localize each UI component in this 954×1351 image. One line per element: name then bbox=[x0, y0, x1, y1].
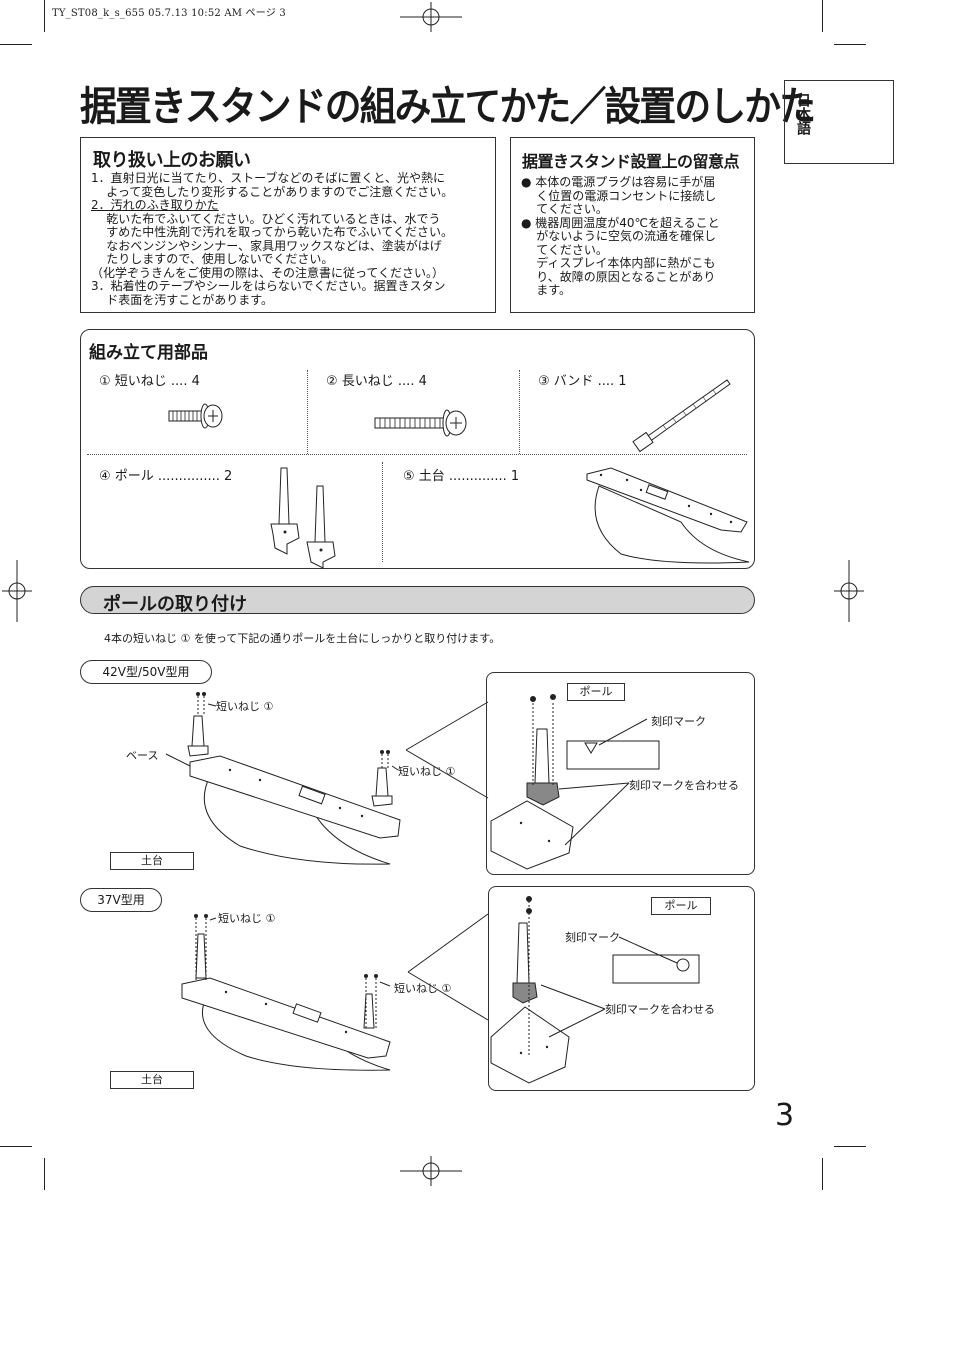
crop-mark bbox=[0, 1146, 32, 1147]
parts-divider-v1 bbox=[307, 370, 308, 454]
page-title: 据置きスタンドの組み立てかた／設置のしかた bbox=[80, 84, 816, 130]
fig42-zoom-box: ポール 刻印マーク 刻印マークを合わせる bbox=[486, 672, 755, 875]
part-long-screw-label: ② 長いねじ .... 4 bbox=[326, 374, 427, 389]
crop-mark bbox=[822, 1158, 823, 1190]
part-short-screw-label: ① 短いねじ .... 4 bbox=[99, 374, 200, 389]
notes-line: ディスプレイ本体内部に熱がこも bbox=[521, 256, 716, 270]
handling-line: なおベンジンやシンナー、家具用ワックスなどは、塗装がはげ bbox=[91, 238, 442, 253]
install-notes-box: 据置きスタンド設置上の留意点 ● 本体の電源プラグは容易に手が届 く位置の電源コ… bbox=[510, 137, 755, 313]
fig37-screw-label-1: 短いねじ ① bbox=[218, 912, 276, 925]
install-notes-text: ● 本体の電源プラグは容易に手が届 く位置の電源コンセントに接続し てください。… bbox=[521, 175, 720, 298]
parts-divider-h bbox=[87, 454, 747, 455]
handling-line: よって変色したり変形することがありますのでご注意ください。 bbox=[91, 184, 454, 199]
cable-band-icon bbox=[632, 379, 731, 453]
crop-mark bbox=[0, 44, 32, 45]
section-bar: ポールの取り付け bbox=[80, 586, 755, 615]
crop-mark bbox=[822, 0, 823, 32]
notes-line: ● 本体の電源プラグは容易に手が届 bbox=[521, 175, 716, 189]
fig37-base-label: 土台 bbox=[110, 1071, 194, 1089]
section-title: ポールの取り付け bbox=[103, 594, 247, 615]
parts-heading: 組み立て用部品 bbox=[89, 343, 208, 363]
parts-box: 組み立て用部品 ① 短いねじ .... 4 ② 長いねじ .... 4 ③ バン… bbox=[80, 329, 755, 569]
fig42-pole-tag: ポール bbox=[567, 683, 625, 701]
model-42-50-badge: 42V型/50V型用 bbox=[80, 660, 212, 684]
notes-line: がないように空気の流通を確保し bbox=[521, 229, 717, 243]
part-pole-label: ④ ポール ............... 2 bbox=[99, 469, 233, 484]
fig37-mark-label: 刻印マーク bbox=[565, 931, 620, 944]
fig37-pole-tag: ポール bbox=[651, 897, 711, 915]
zoom-connector-42 bbox=[405, 701, 489, 799]
zoom-connector-37 bbox=[407, 913, 489, 1021]
fig42-screw-label-2: 短いねじ ① bbox=[398, 765, 456, 778]
install-notes-heading: 据置きスタンド設置上の留意点 bbox=[522, 152, 740, 171]
handling-box: 取り扱い上のお願い 1．直射日光に当てたり、ストーブなどのそばに置くと、光や熱に… bbox=[80, 137, 496, 313]
handling-line: （化学ぞうきんをご使用の際は、その注意書に従ってください。） bbox=[91, 265, 445, 280]
registration-mark-right bbox=[834, 560, 864, 622]
notes-line: てください。 bbox=[521, 242, 608, 257]
registration-mark-top bbox=[400, 2, 462, 32]
pole-icon bbox=[270, 467, 336, 569]
parts-divider-v2 bbox=[519, 370, 520, 454]
fig42-mark-label: 刻印マーク bbox=[651, 715, 706, 728]
assembly-37-diagram bbox=[181, 914, 391, 1071]
notes-line: ます。 bbox=[521, 283, 572, 297]
page-number: 3 bbox=[775, 1098, 795, 1133]
fig42-screw-label-1: 短いねじ ① bbox=[216, 700, 274, 713]
handling-text: 1．直射日光に当てたり、ストーブなどのそばに置くと、光や熱に よって変色したり変… bbox=[91, 171, 454, 307]
registration-mark-left bbox=[2, 560, 32, 622]
assembly-42-diagram bbox=[165, 692, 401, 865]
fig42-zoom-detail bbox=[490, 694, 660, 870]
fig37-zoom-box: ポール 刻印マーク 刻印マークを合わせる bbox=[488, 886, 755, 1091]
stand-base-icon bbox=[586, 467, 750, 564]
fig42-base-arrow-label: ベース bbox=[126, 749, 159, 762]
fig37-zoom-detail bbox=[490, 896, 700, 1084]
crop-mark bbox=[44, 1158, 45, 1190]
registration-mark-bottom bbox=[400, 1156, 462, 1186]
handling-heading: 取り扱い上のお願い bbox=[93, 150, 251, 171]
fig37-screw-label-2: 短いねじ ① bbox=[394, 982, 452, 995]
crop-mark bbox=[834, 44, 866, 45]
fig42-base-label: 土台 bbox=[110, 852, 194, 870]
model-37-badge: 37V型用 bbox=[80, 888, 162, 912]
notes-line: く位置の電源コンセントに接続し bbox=[521, 188, 717, 203]
handling-line: すめた中性洗剤で汚れを取ってから乾いた布でふいてください。 bbox=[91, 225, 453, 239]
short-screw-icon bbox=[168, 403, 223, 429]
handling-line: 3．粘着性のテープやシールをはらないでください。据置きスタン bbox=[91, 279, 446, 293]
handling-line: 1．直射日光に当てたり、ストーブなどのそばに置くと、光や熱に bbox=[91, 171, 445, 185]
language-label: 日本語 bbox=[795, 93, 811, 135]
handling-line: 乾いた布でふいてください。ひどく汚れているときは、水でう bbox=[91, 211, 441, 226]
notes-line: ● 機器周囲温度が40℃を超えること bbox=[521, 215, 720, 230]
fig42-align-label: 刻印マークを合わせる bbox=[629, 779, 739, 792]
notes-line: てください。 bbox=[521, 202, 608, 216]
notes-line: り、故障の原因となることがあり bbox=[521, 269, 716, 284]
handling-line: ド表面を汚すことがあります。 bbox=[91, 292, 274, 307]
parts-divider-v3 bbox=[382, 462, 383, 562]
language-tab: 日本語 bbox=[784, 80, 894, 164]
part-band-label: ③ バンド .... 1 bbox=[538, 374, 627, 389]
long-screw-icon bbox=[374, 409, 467, 437]
crop-mark bbox=[44, 0, 45, 32]
section-instruction: 4本の短いねじ ① を使って下記の通りポールを土台にしっかりと取り付けます。 bbox=[104, 632, 501, 645]
print-header: TY_ST08_k_s_655 05.7.13 10:52 AM ページ 3 bbox=[52, 8, 286, 19]
handling-line: たりしますので、使用しないでください。 bbox=[91, 252, 334, 266]
crop-mark bbox=[834, 1146, 866, 1147]
fig37-align-label: 刻印マークを合わせる bbox=[605, 1003, 715, 1016]
part-base-label: ⑤ 土台 .............. 1 bbox=[403, 469, 520, 484]
handling-line: 2．汚れのふき取りかた bbox=[91, 198, 219, 212]
